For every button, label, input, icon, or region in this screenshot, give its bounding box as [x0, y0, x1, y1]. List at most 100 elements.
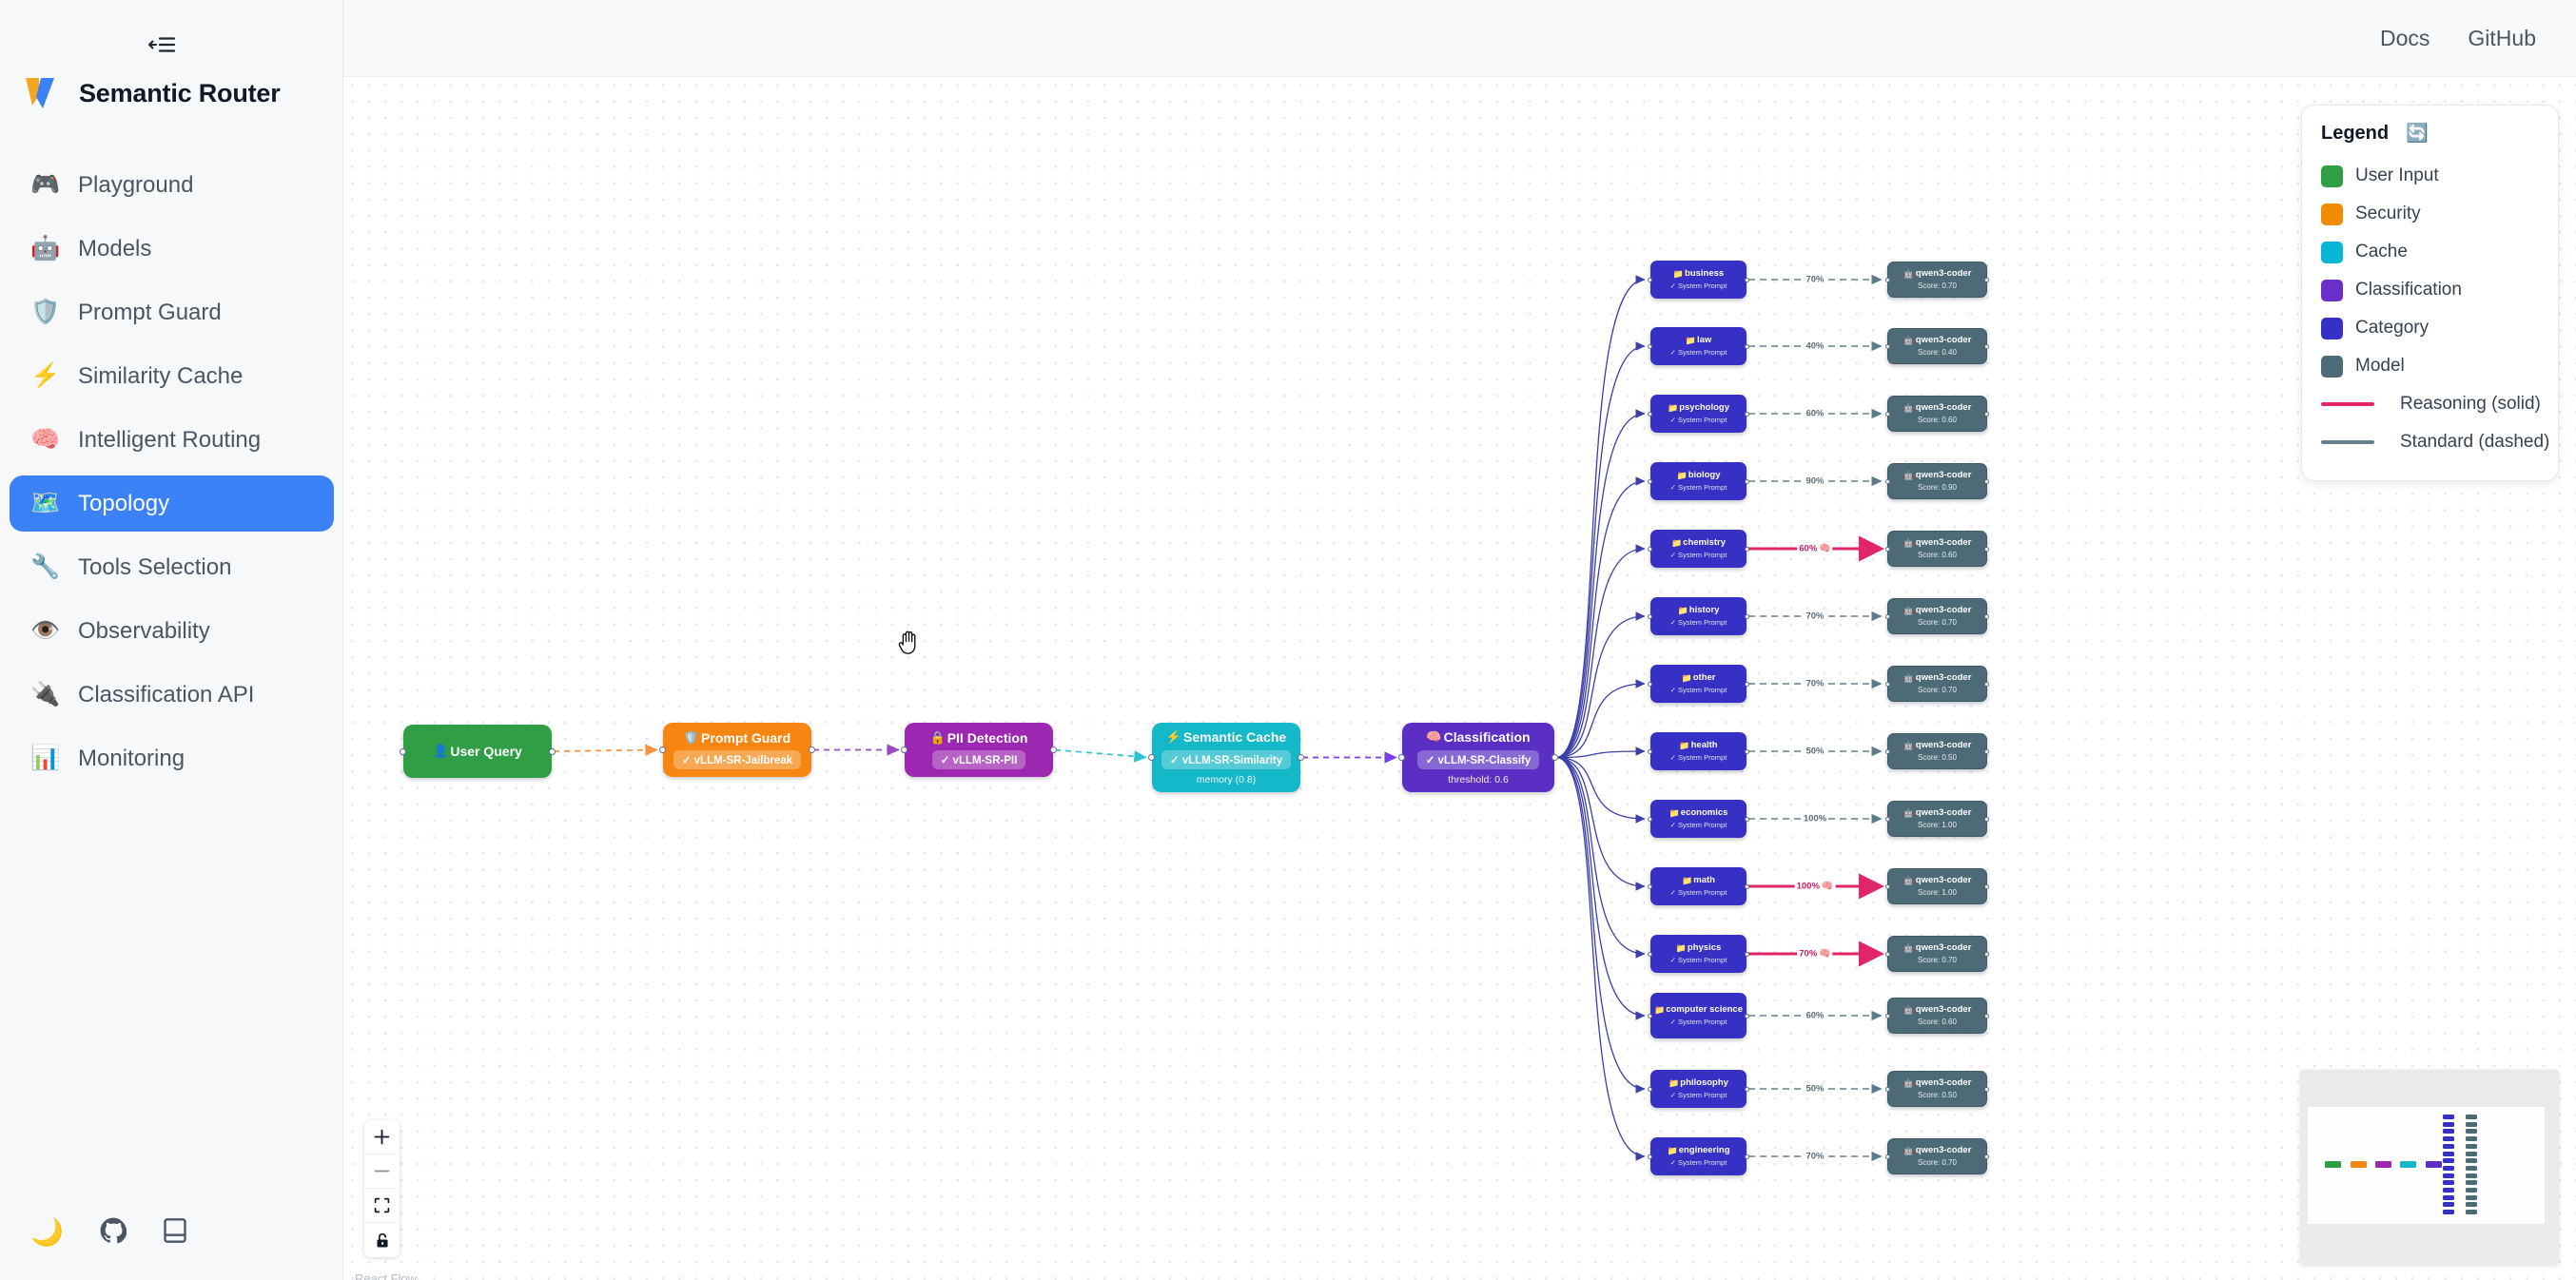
node-handle-right[interactable] — [549, 747, 556, 755]
sidebar-item-models[interactable]: 🤖Models — [10, 221, 334, 277]
node-handle-right[interactable] — [1984, 411, 1989, 417]
zoom-out-button[interactable] — [364, 1154, 400, 1189]
collapse-sidebar-icon[interactable] — [139, 29, 185, 61]
node-handle-right[interactable] — [1745, 951, 1749, 957]
node-handle-left[interactable] — [1648, 883, 1652, 889]
node-handle-left[interactable] — [659, 747, 666, 753]
node-category-health[interactable]: 📁health✓ System Prompt — [1648, 732, 1749, 770]
node-handle-right[interactable] — [1984, 343, 1989, 349]
node-handle-right[interactable] — [1984, 277, 1989, 282]
minimap[interactable] — [2300, 1070, 2559, 1265]
node-handle-right[interactable] — [1984, 613, 1989, 619]
lock-button[interactable] — [364, 1223, 400, 1257]
topbar-link-github[interactable]: GitHub — [2468, 25, 2536, 50]
node-category-physics[interactable]: 📁physics✓ System Prompt — [1648, 935, 1749, 973]
node-user-query[interactable]: 👤User Query — [400, 725, 556, 778]
node-category-business[interactable]: 📁business✓ System Prompt — [1648, 261, 1749, 299]
node-handle-left[interactable] — [1398, 754, 1405, 761]
node-category-philosophy[interactable]: 📁philosophy✓ System Prompt — [1648, 1070, 1749, 1108]
node-handle-right[interactable] — [1050, 747, 1057, 753]
node-handle-right[interactable] — [1984, 1086, 1989, 1092]
node-handle-right[interactable] — [1984, 951, 1989, 957]
node-handle-right[interactable] — [1745, 277, 1749, 282]
sidebar-item-classification-api[interactable]: 🔌Classification API — [10, 667, 334, 723]
node-handle-left[interactable] — [1885, 1086, 1890, 1092]
node-handle-right[interactable] — [1984, 1154, 1989, 1159]
node-handle-left[interactable] — [1885, 343, 1890, 349]
refresh-icon[interactable]: 🔄 — [2406, 124, 2429, 144]
node-handle-left[interactable] — [1885, 613, 1890, 619]
node-handle-right[interactable] — [1745, 343, 1749, 349]
sidebar-item-monitoring[interactable]: 📊Monitoring — [10, 730, 334, 786]
node-handle-left[interactable] — [400, 747, 406, 755]
node-handle-right[interactable] — [1745, 1154, 1749, 1159]
docs-book-icon[interactable] — [163, 1217, 187, 1249]
node-handle-left[interactable] — [1885, 478, 1890, 484]
node-handle-right[interactable] — [1984, 748, 1989, 754]
node-handle-right[interactable] — [1745, 883, 1749, 889]
node-handle-right[interactable] — [1745, 478, 1749, 484]
node-handle-right[interactable] — [1745, 816, 1749, 822]
node-handle-left[interactable] — [1885, 681, 1890, 687]
node-handle-left[interactable] — [1648, 277, 1652, 282]
sidebar-item-prompt-guard[interactable]: 🛡️Prompt Guard — [10, 284, 334, 340]
node-handle-left[interactable] — [1648, 1013, 1652, 1018]
zoom-in-button[interactable] — [364, 1120, 400, 1154]
node-handle-right[interactable] — [1745, 681, 1749, 687]
sidebar-item-similarity-cache[interactable]: ⚡Similarity Cache — [10, 348, 334, 404]
node-handle-left[interactable] — [1885, 951, 1890, 957]
node-handle-right[interactable] — [1984, 1013, 1989, 1018]
node-category-other[interactable]: 📁other✓ System Prompt — [1648, 665, 1749, 703]
node-handle-right[interactable] — [1984, 478, 1989, 484]
node-handle-right[interactable] — [1745, 1086, 1749, 1092]
node-handle-right[interactable] — [1745, 546, 1749, 552]
sidebar-item-playground[interactable]: 🎮Playground — [10, 157, 334, 213]
fit-view-button[interactable] — [364, 1189, 400, 1223]
node-handle-left[interactable] — [1648, 546, 1652, 552]
topology-canvas[interactable]: 👤User Query🛡️Prompt Guard✓ vLLM-SR-Jailb… — [344, 77, 2576, 1280]
node-handle-right[interactable] — [1984, 546, 1989, 552]
node-handle-right[interactable] — [1984, 681, 1989, 687]
node-handle-left[interactable] — [1885, 546, 1890, 552]
node-handle-left[interactable] — [1648, 411, 1652, 417]
node-handle-left[interactable] — [1648, 613, 1652, 619]
node-handle-left[interactable] — [1648, 1154, 1652, 1159]
sidebar-item-tools-selection[interactable]: 🔧Tools Selection — [10, 539, 334, 595]
node-handle-left[interactable] — [1885, 277, 1890, 282]
node-handle-left[interactable] — [901, 747, 907, 753]
node-handle-right[interactable] — [809, 747, 815, 753]
topbar-link-docs[interactable]: Docs — [2380, 25, 2430, 50]
node-handle-right[interactable] — [1551, 754, 1558, 761]
sidebar-item-topology[interactable]: 🗺️Topology — [10, 475, 334, 532]
node-handle-left[interactable] — [1648, 343, 1652, 349]
node-handle-right[interactable] — [1984, 883, 1989, 889]
node-handle-left[interactable] — [1885, 883, 1890, 889]
node-category-math[interactable]: 📁math✓ System Prompt — [1648, 867, 1749, 905]
node-handle-right[interactable] — [1745, 1013, 1749, 1018]
github-icon[interactable] — [100, 1217, 127, 1249]
sidebar-item-intelligent-routing[interactable]: 🧠Intelligent Routing — [10, 412, 334, 468]
node-category-computer-science[interactable]: 📁computer science✓ System Prompt — [1648, 993, 1749, 1038]
node-handle-left[interactable] — [1148, 754, 1155, 761]
node-category-psychology[interactable]: 📁psychology✓ System Prompt — [1648, 395, 1749, 433]
node-handle-left[interactable] — [1648, 816, 1652, 822]
node-handle-right[interactable] — [1745, 748, 1749, 754]
node-category-chemistry[interactable]: 📁chemistry✓ System Prompt — [1648, 530, 1749, 568]
node-handle-right[interactable] — [1984, 816, 1989, 822]
node-category-history[interactable]: 📁history✓ System Prompt — [1648, 597, 1749, 635]
brand[interactable]: Semantic Router — [25, 76, 281, 110]
node-handle-right[interactable] — [1745, 613, 1749, 619]
node-handle-left[interactable] — [1648, 748, 1652, 754]
